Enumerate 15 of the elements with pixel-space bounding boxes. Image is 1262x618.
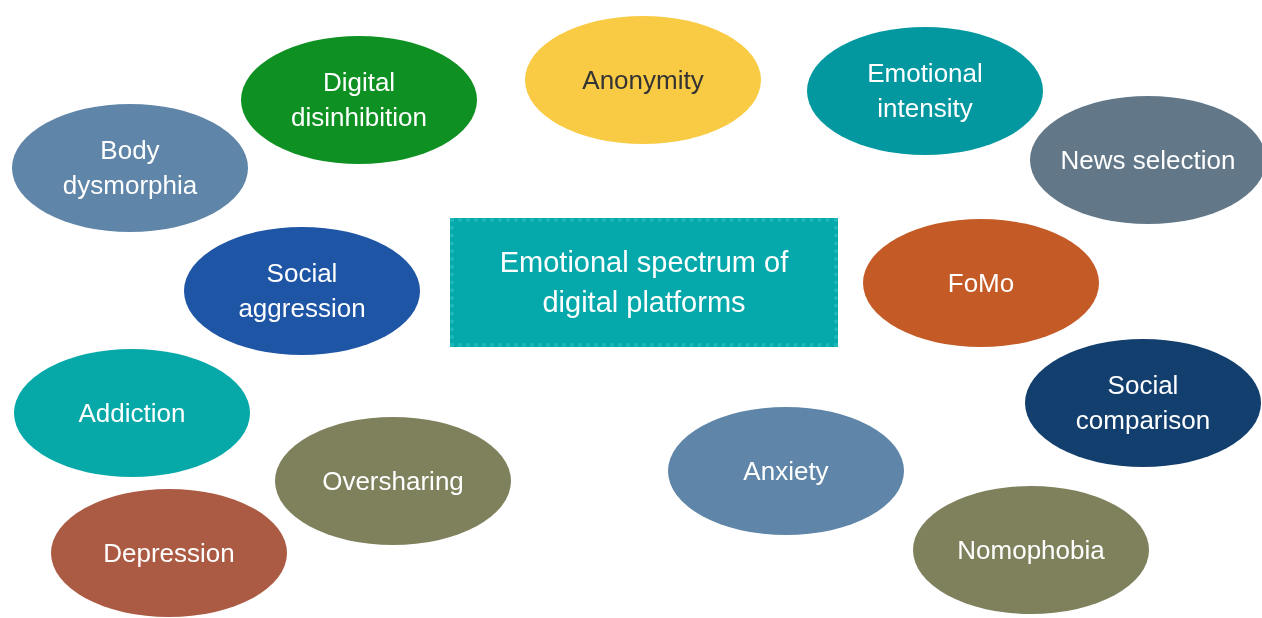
node-label: Anxiety	[742, 454, 830, 488]
node-label: Emotional intensity	[866, 57, 984, 125]
node-label: Oversharing	[321, 464, 465, 498]
node-label: Digital disinhibition	[290, 66, 428, 134]
node-label: Emotional spectrum of digital platforms	[498, 245, 790, 320]
node-label: News selection	[1059, 143, 1237, 177]
node-label: Body dysmorphia	[61, 134, 199, 202]
node-label: FoMo	[946, 266, 1016, 300]
node-label: Nomophobia	[956, 533, 1106, 567]
node-label: Anonymity	[581, 63, 705, 97]
title-box	[450, 217, 838, 347]
node-label: Social comparison	[1074, 369, 1212, 437]
node-label: Social aggression	[237, 257, 367, 325]
node-label: Addiction	[77, 396, 187, 430]
node-label: Depression	[102, 536, 236, 570]
